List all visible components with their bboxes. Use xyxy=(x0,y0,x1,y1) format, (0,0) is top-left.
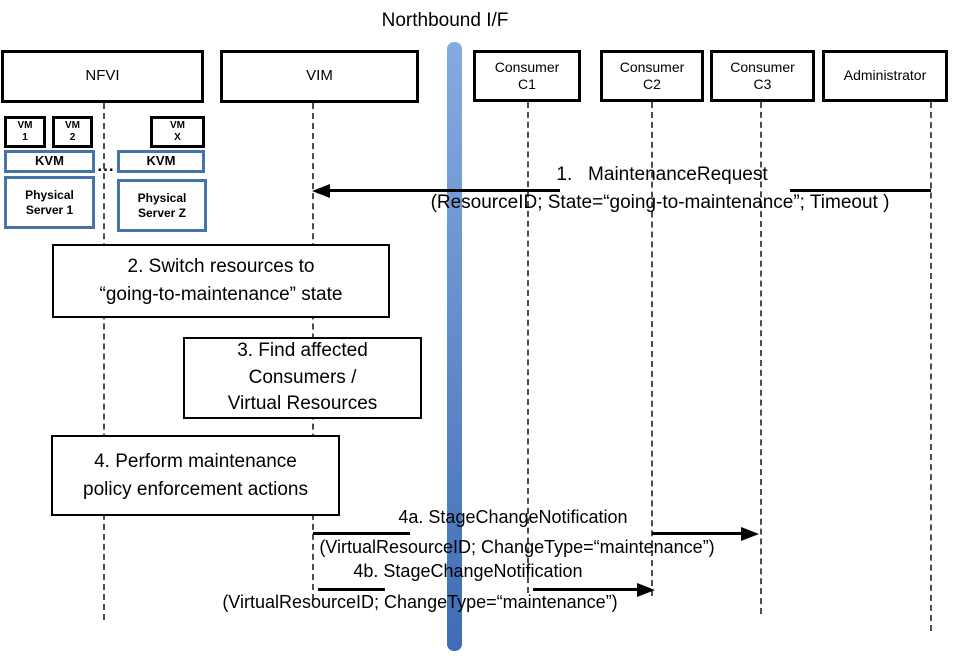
vmx-box: VM X xyxy=(150,116,205,148)
message-1-line-right xyxy=(790,189,931,192)
step-2-box: 2. Switch resources to “going-to-mainten… xyxy=(52,244,390,318)
lifeline-consumer-c1 xyxy=(527,102,529,593)
vm1-number: 1 xyxy=(22,132,28,143)
vm2-number: 2 xyxy=(69,132,76,143)
physical-server-z-box: Physical Server Z xyxy=(117,179,207,232)
actor-label-consumer: Consumer xyxy=(619,58,685,75)
message-4a-name: 4a. StageChangeNotification xyxy=(398,507,628,527)
step-4-box: 4. Perform maintenance policy enforcemen… xyxy=(51,435,340,516)
vm2-box: VM 2 xyxy=(52,116,93,148)
actor-box-vim: VIM xyxy=(220,50,419,103)
message-4a-arrowhead-icon xyxy=(741,527,759,541)
message-1-name: 1. MaintenanceRequest xyxy=(556,164,768,185)
actor-label-administrator: Administrator xyxy=(843,67,927,84)
message-4b-line-right xyxy=(533,588,638,591)
vmx-number: X xyxy=(174,132,181,143)
ellipsis-label: ... xyxy=(97,156,115,175)
message-4b-params: (VirtualResourceID; ChangeType=“maintena… xyxy=(222,592,618,612)
ps1-label: Physical xyxy=(25,187,74,202)
actor-box-nfvi: NFVI xyxy=(1,50,204,103)
lifeline-consumer-c2 xyxy=(651,102,653,596)
actor-label-vim: VIM xyxy=(306,67,333,85)
actor-box-administrator: Administrator xyxy=(822,50,948,102)
actor-label-consumer: Consumer xyxy=(494,58,560,75)
psz-name: Server Z xyxy=(137,205,187,220)
message-4a-params: (VirtualResourceID; ChangeType=“maintena… xyxy=(319,537,715,557)
psz-label: Physical xyxy=(137,190,187,205)
step-4-line1: 4. Perform maintenance xyxy=(94,450,297,472)
step-3-line3: Virtual Resources xyxy=(227,393,378,415)
message-4b-line-left xyxy=(318,588,385,591)
message-1-arrowhead-icon xyxy=(312,184,330,198)
step-2-line2: “going-to-maintenance” state xyxy=(99,284,343,305)
actor-label-c2: C2 xyxy=(643,76,661,92)
kvm1-label: KVM xyxy=(35,153,64,169)
message-4a-line-right xyxy=(652,532,742,535)
actor-label-c1: C1 xyxy=(518,76,536,92)
message-4b-name: 4b. StageChangeNotification xyxy=(353,561,583,581)
step-3-box: 3. Find affected Consumers / Virtual Res… xyxy=(183,337,422,419)
message-1-params: (ResourceID; State=“going-to-maintenance… xyxy=(430,192,890,213)
actor-box-consumer-c1: Consumer C1 xyxy=(473,50,581,102)
step-3-line1: 3. Find affected xyxy=(237,340,368,362)
vm2-label: VM xyxy=(65,120,80,131)
message-1-line-left xyxy=(328,189,560,192)
actor-box-consumer-c2: Consumer C2 xyxy=(600,50,704,102)
kvm2-label: KVM xyxy=(146,153,176,169)
actor-label-c3: C3 xyxy=(753,76,772,92)
diagram-title: Northbound I/F xyxy=(381,10,509,31)
northbound-interface-bar xyxy=(447,42,462,651)
step-3-line2: Consumers / xyxy=(248,366,357,388)
kvm2-box: KVM xyxy=(117,150,205,173)
vm1-label: VM xyxy=(17,120,33,131)
physical-server-1-box: Physical Server 1 xyxy=(4,176,95,229)
message-4a-line-left xyxy=(313,532,410,535)
lifeline-nfvi xyxy=(103,103,105,620)
step-2-line1: 2. Switch resources to xyxy=(127,256,315,278)
actor-box-consumer-c3: Consumer C3 xyxy=(710,50,815,102)
vmx-label: VM xyxy=(170,120,185,131)
actor-label-consumer: Consumer xyxy=(730,58,795,75)
ps1-name: Server 1 xyxy=(25,202,74,217)
actor-label-nfvi: NFVI xyxy=(85,67,120,85)
kvm1-box: KVM xyxy=(4,150,95,173)
vm1-box: VM 1 xyxy=(4,116,46,148)
lifeline-administrator xyxy=(930,102,932,631)
message-4b-arrowhead-icon xyxy=(637,583,655,597)
step-4-line2: policy enforcement actions xyxy=(83,478,308,500)
lifeline-consumer-c3 xyxy=(760,102,762,614)
